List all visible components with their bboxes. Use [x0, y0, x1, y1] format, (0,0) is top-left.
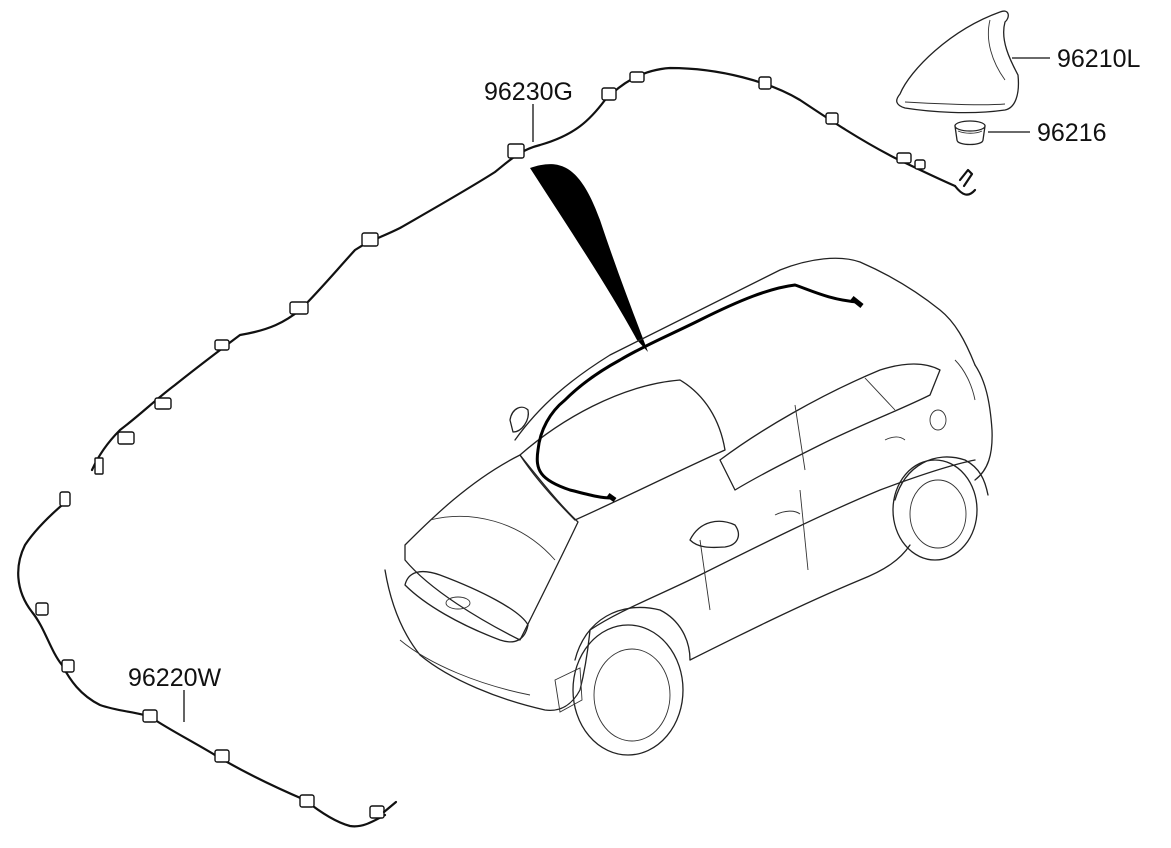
vehicle-outline: [384, 257, 993, 756]
antenna-nut: [954, 120, 986, 146]
label-96220w-group: 96220W: [128, 664, 222, 722]
extension-cable-clips: [35, 491, 398, 819]
extension-cable: [17, 498, 387, 828]
label-96216-group: 96216: [988, 119, 1107, 147]
vehicle-roof-harness: [535, 283, 864, 503]
roof-feeder-cable: [90, 66, 977, 472]
callout-wedge: [530, 164, 648, 352]
part-label-96216: 96216: [1037, 119, 1107, 147]
part-label-96210l: 96210L: [1057, 45, 1141, 73]
shark-fin-antenna: [896, 10, 1020, 114]
part-label-96220w: 96220W: [128, 664, 222, 692]
label-96210l-group: 96210L: [1012, 45, 1141, 73]
roof-feeder-clips: [94, 71, 926, 475]
part-label-96230g: 96230G: [484, 78, 573, 106]
label-96230g-group: 96230G: [484, 78, 573, 142]
